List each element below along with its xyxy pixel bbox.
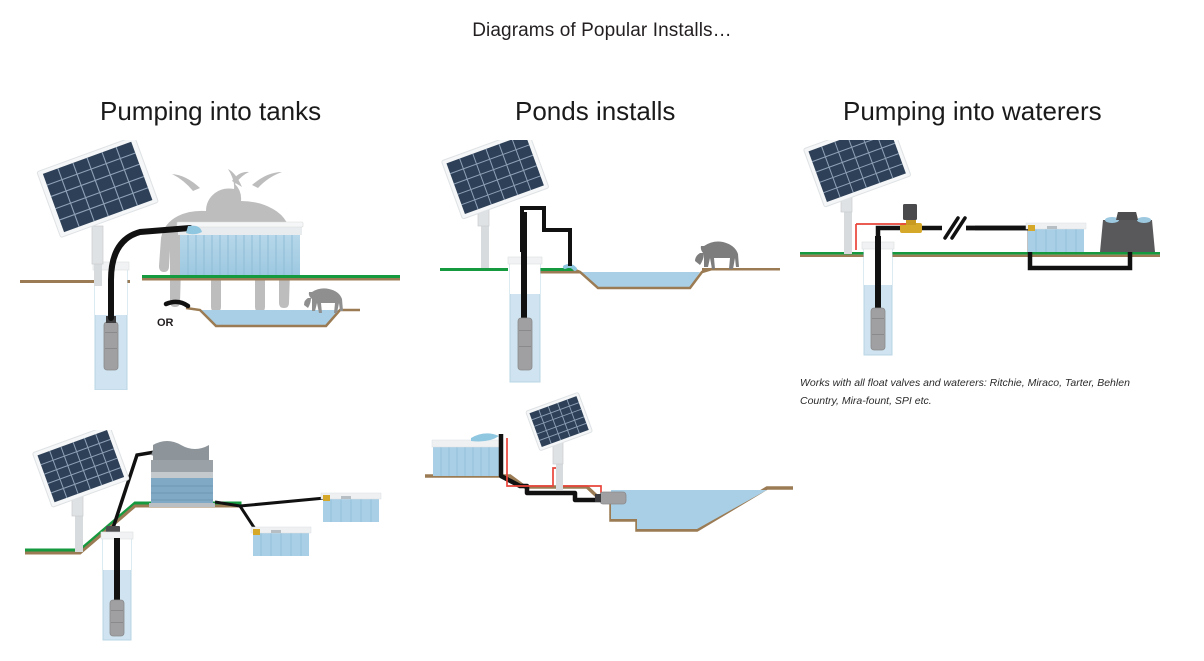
pond-cross-section-2 — [611, 490, 767, 529]
column-heading-ponds: Ponds installs — [515, 96, 676, 126]
brass-valve — [900, 218, 922, 233]
open-water-trough — [163, 299, 360, 328]
solar-panel-unit-1 — [36, 140, 159, 286]
hose-outlet — [186, 225, 202, 235]
float-valve-trough-waterers — [1025, 222, 1087, 252]
storage-tank — [176, 221, 304, 275]
riser-pipe — [875, 225, 904, 236]
diagram-well-to-pond — [440, 140, 780, 390]
pond-cross-section-1 — [563, 263, 713, 290]
solar-panel-unit-5 — [803, 140, 911, 254]
discharge-pipe-uphill — [498, 434, 607, 503]
pipe-break-symbol — [943, 216, 967, 240]
float-valve-trough-upper — [320, 492, 382, 522]
page-title: Diagrams of Popular Installs… — [472, 20, 732, 41]
well-casing-4 — [861, 236, 895, 356]
inlet-spout — [151, 449, 167, 457]
diagram-well-to-elevated-tank — [25, 430, 405, 645]
controller-box — [903, 204, 917, 220]
ground-line-waterers — [800, 252, 1160, 257]
storage-tank-uphill — [431, 433, 501, 476]
solar-panel-unit-2 — [32, 430, 130, 552]
solar-panel-unit-3 — [441, 140, 549, 268]
grazing-animal-silhouette-2 — [695, 241, 739, 269]
column-heading-tanks: Pumping into tanks — [100, 96, 322, 126]
diagram-pond-to-uphill-tank — [415, 390, 795, 550]
solar-panel-unit-4 — [525, 392, 593, 490]
well-casing-2 — [100, 531, 134, 641]
well-casing-3 — [507, 212, 543, 383]
grazing-animal-silhouette — [304, 288, 343, 313]
or-label: OR — [157, 317, 174, 329]
automatic-waterer-unit — [1100, 212, 1155, 252]
float-valve-trough-lower — [250, 526, 312, 556]
ground-line-pond — [440, 268, 780, 274]
submersible-pump — [103, 316, 119, 371]
submersible-pump-in-pond — [595, 491, 627, 505]
ground-profile — [25, 501, 242, 555]
diagram-well-to-waterers — [800, 140, 1160, 370]
diagram-well-to-tank: OR — [20, 140, 400, 390]
ground-line — [20, 275, 400, 283]
red-power-cable-2 — [855, 223, 906, 250]
waterers-compatibility-note: Works with all float valves and waterers… — [800, 377, 1130, 408]
discharge-hose — [108, 225, 193, 321]
column-heading-waterers: Pumping into waterers — [843, 96, 1102, 126]
elevated-storage-tank — [149, 441, 215, 507]
